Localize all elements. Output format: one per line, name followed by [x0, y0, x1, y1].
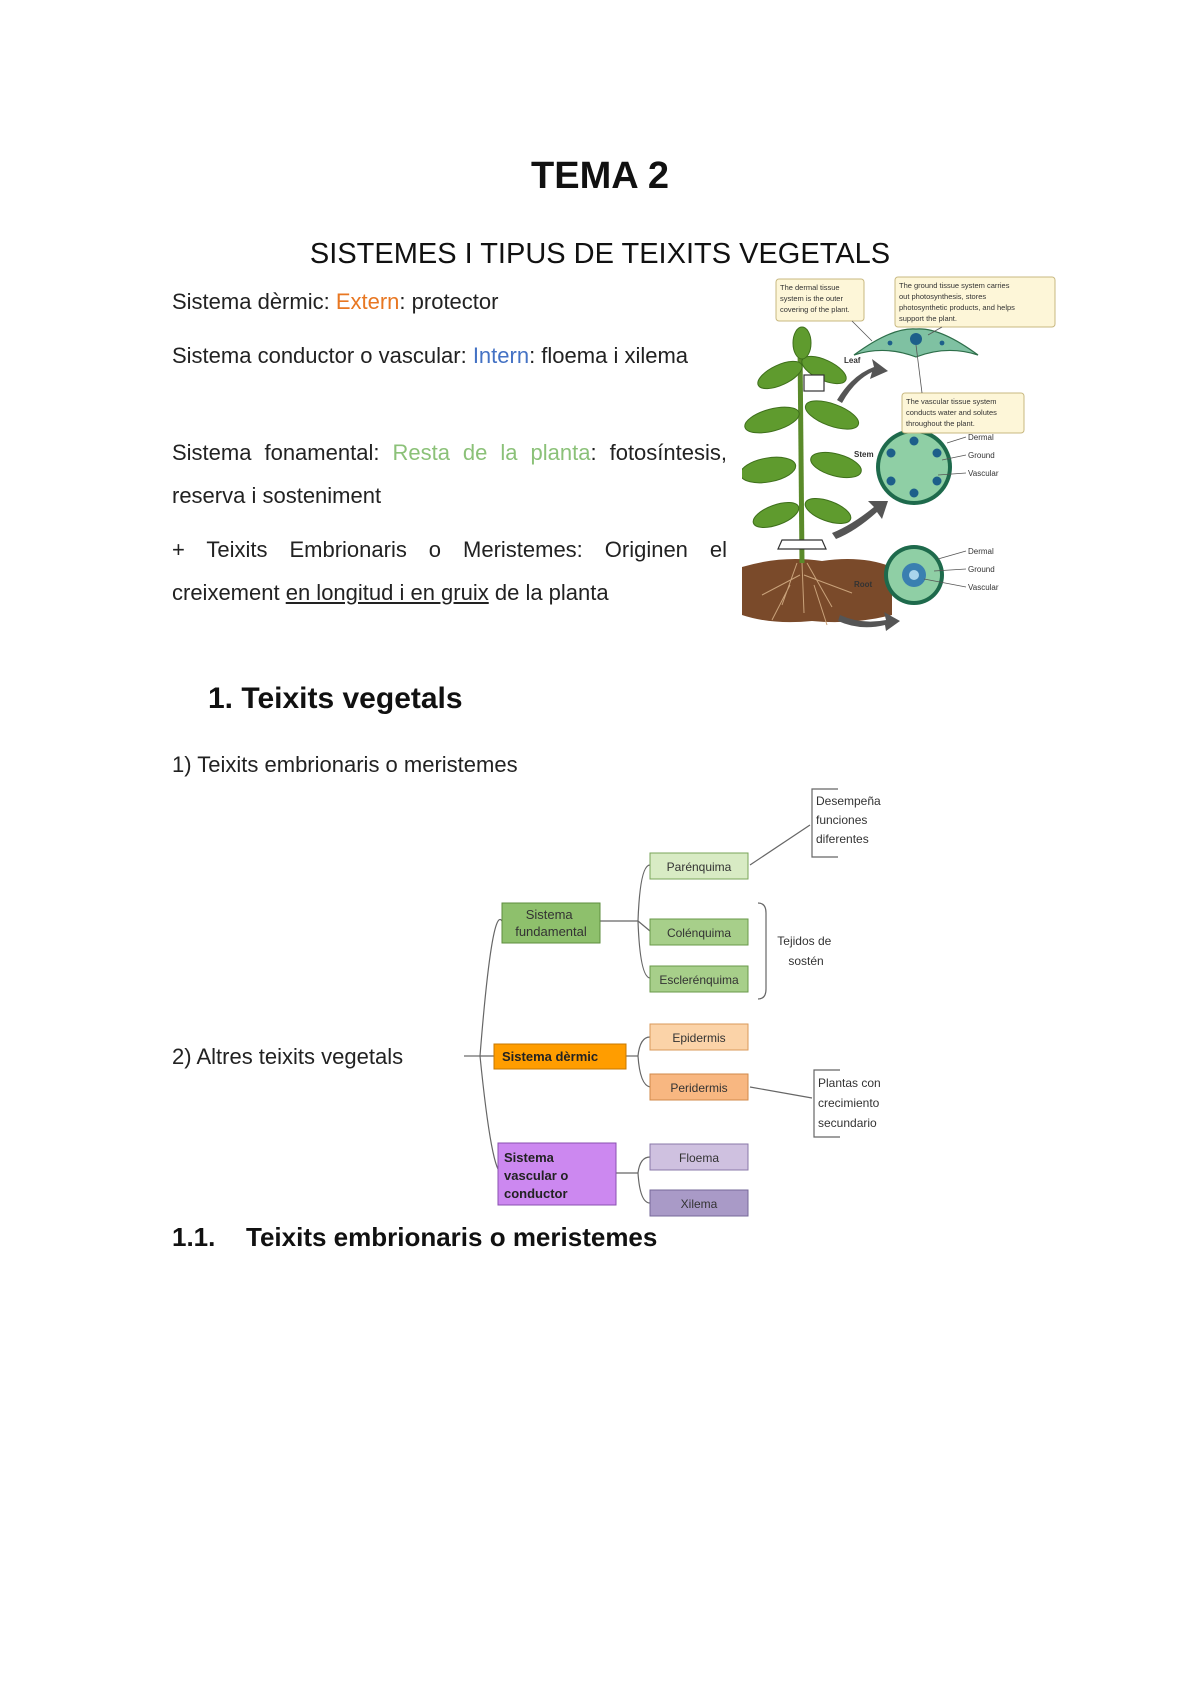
root-core [909, 570, 919, 580]
stem-marker [777, 539, 827, 550]
leaf-bundles [887, 340, 945, 346]
note-crecimiento: Plantas con crecimiento secundario [818, 1076, 884, 1130]
stem-dermal-label: Dermal [968, 433, 994, 442]
root-label: Root [854, 580, 873, 589]
callout-dermal-box [775, 278, 865, 322]
list-item-meristemes: 1) Teixits embrionaris o meristemes [172, 752, 518, 777]
stem-bundles [886, 436, 942, 498]
box-xilema [649, 1189, 749, 1217]
subsection-title: Teixits embrionaris o meristemes [246, 1222, 658, 1252]
section-heading-teixits-vegetals: 1. Teixits vegetals [208, 682, 463, 715]
fonamental-label: Sistema fonamental: [172, 440, 393, 465]
callout-vascular-box [901, 392, 1025, 434]
root-vascular-label: Vascular [968, 583, 999, 592]
extern-text: Extern [335, 289, 400, 314]
leaf-vascular [910, 333, 922, 345]
root-dermal-label: Dermal [968, 547, 994, 556]
meristemes-end: de la planta [488, 580, 609, 605]
leaf-marker [803, 374, 825, 392]
label-sistema-vascular: Sistema vascular o conductor [504, 1150, 572, 1201]
paragraph-fonamental: Sistema fonamental: Resta de la planta: … [172, 431, 727, 517]
bracket-crecimiento [813, 1069, 840, 1138]
stem-pointer-lines [923, 436, 967, 588]
stem-ground-label: Ground [968, 451, 995, 460]
dermal-label: Sistema dèrmic: [172, 289, 336, 314]
leaf-label: Leaf [844, 356, 861, 365]
label-sistema-dermic: Sistema dèrmic [502, 1049, 598, 1064]
soil-image [742, 559, 892, 623]
page-title: TEMA 2 [531, 155, 669, 197]
stem-image [797, 344, 805, 564]
subtitle: SISTEMES I TIPUS DE TEIXITS VEGETALS [309, 238, 891, 270]
note-sosten: Tejidos de sostén [777, 934, 834, 968]
stem-ground [880, 433, 948, 501]
plant-tissue-figure: The dermal tissue system is the outer co… [742, 276, 1056, 631]
callout-ground-box [894, 276, 1056, 328]
label-sistema-fundamental: Sistema fundamental [515, 907, 587, 939]
tree-connectors [464, 824, 813, 1204]
label-peridermis: Peridermis [670, 1081, 727, 1095]
stem-label: Stem [854, 450, 874, 459]
box-epidermis [649, 1023, 749, 1051]
label-epidermis: Epidermis [672, 1031, 725, 1045]
box-floema [649, 1143, 749, 1171]
stem-vascular-label: Vascular [968, 469, 999, 478]
callout-lines [851, 320, 943, 394]
meristemes-underlined: en longitud i en gruix [285, 580, 489, 605]
box-colenquima [649, 918, 749, 946]
box-sistema-dermic [493, 1043, 627, 1070]
bracket-funciones [811, 788, 838, 858]
vascular-label: Sistema conductor o vascular: [172, 343, 473, 368]
callout-ground: The ground tissue system carries out pho… [899, 281, 1017, 323]
box-sistema-vascular [497, 1142, 617, 1206]
box-peridermis [649, 1073, 749, 1101]
label-xilema: Xilema [681, 1197, 718, 1211]
roots-image [761, 562, 853, 626]
paragraph-meristemes: + Teixits Embrionaris o Meristemes: Orig… [172, 528, 727, 614]
list-item-altres-teixits: 2) Altres teixits vegetals [172, 1044, 404, 1069]
subsection-number: 1.1. [172, 1222, 216, 1252]
box-esclerenquima [649, 965, 749, 993]
arrows [832, 359, 900, 631]
fonamental-rest: : fotosíntesis, reserva i sosteniment [172, 440, 727, 508]
label-esclerenquima: Esclerénquima [659, 973, 739, 987]
resta-text: Resta de la planta [392, 440, 591, 465]
label-floema: Floema [679, 1151, 719, 1165]
label-colenquima: Colénquima [667, 926, 731, 940]
paragraph-vascular: Sistema conductor o vascular: Intern: fl… [172, 334, 727, 377]
box-sistema-fundamental [501, 902, 601, 944]
intern-text: Intern [472, 343, 530, 368]
root-ground-label: Ground [968, 565, 995, 574]
tissue-systems-diagram: Sistema fundamental Sistema dèrmic Siste… [464, 788, 884, 1217]
callout-dermal: The dermal tissue system is the outer co… [780, 283, 850, 314]
meristemes-start: + Teixits Embrionaris o Meristemes: Orig… [172, 537, 727, 605]
box-parenquima [649, 852, 749, 880]
dermal-rest: : protector [399, 289, 499, 314]
bracket-sosten [757, 902, 767, 1000]
subsection-heading-meristemes: 1.1. Teixits embrionaris o meristemes [172, 1222, 657, 1253]
paragraph-dermal: Sistema dèrmic: Extern: protector [172, 280, 727, 323]
leaves-image [742, 326, 862, 528]
note-funciones: Desempeña funciones diferentes [816, 794, 884, 846]
label-parenquima: Parénquima [667, 860, 732, 874]
callout-vascular: The vascular tissue system conducts wate… [906, 397, 999, 428]
vascular-rest: : floema i xilema [529, 343, 689, 368]
